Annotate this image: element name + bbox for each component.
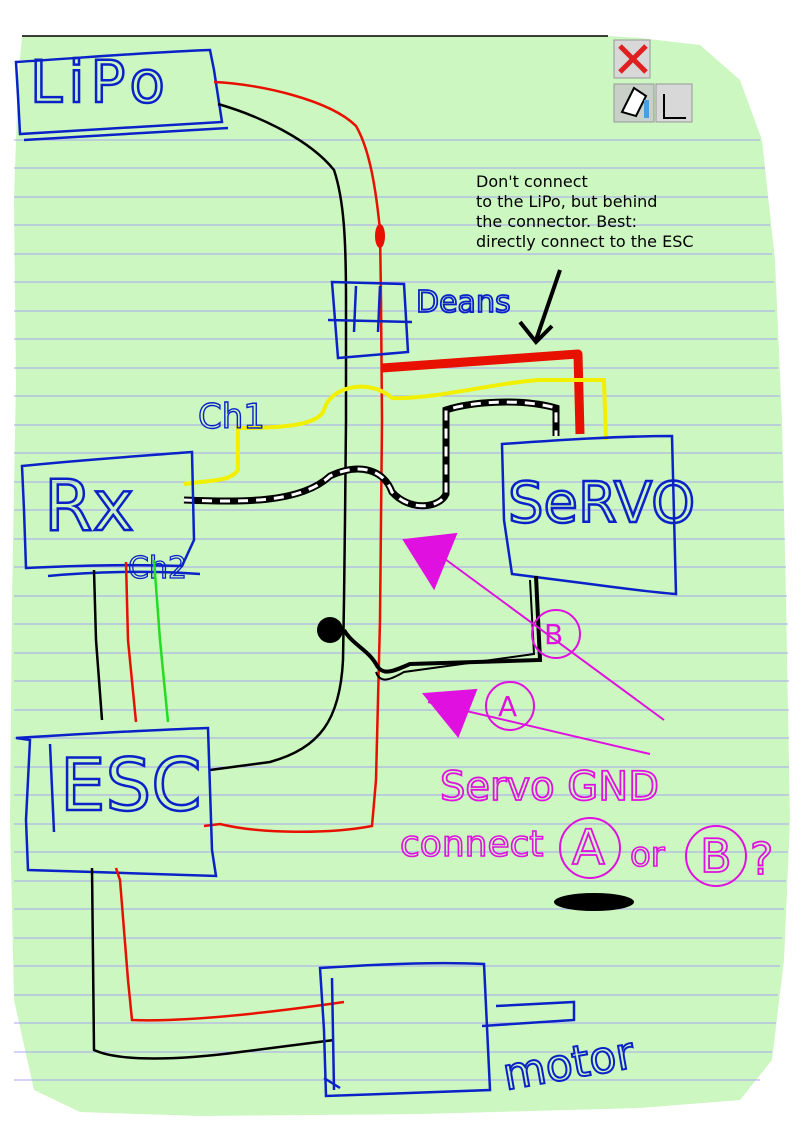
question-line1: Servo GND xyxy=(440,764,659,810)
b-pointer-line xyxy=(429,547,665,721)
note-line-1: Don't connect xyxy=(476,172,588,191)
point-b-label: B xyxy=(544,618,563,651)
rx-esc-black-wire xyxy=(92,569,104,721)
ruled-lines xyxy=(14,139,789,1081)
ch2-label: Ch2 xyxy=(128,551,187,586)
servo-gnd-wire xyxy=(342,575,543,674)
servo-gnd-wire-second xyxy=(375,579,536,681)
servo-label: SeRVO xyxy=(508,471,695,536)
red-wire-blob xyxy=(375,224,385,248)
page-icon xyxy=(663,94,686,119)
junction-dot xyxy=(317,617,343,643)
pen-tool-button[interactable] xyxy=(613,83,655,123)
lipo-box xyxy=(14,48,229,142)
typed-note: Don't connect to the LiPo, but behind th… xyxy=(476,172,776,252)
question-mark: ? xyxy=(750,834,773,885)
point-a-scribble xyxy=(422,688,478,738)
pen-icon xyxy=(620,86,648,118)
rx-box xyxy=(20,450,201,578)
point-a-circle xyxy=(485,681,535,731)
deans-label: Deans xyxy=(416,285,511,320)
motor-box xyxy=(318,961,576,1098)
rx-label: Rx xyxy=(44,465,134,547)
note-line-3: the connector. Best: xyxy=(476,212,638,231)
question-a-circle xyxy=(559,817,621,879)
note-arrow xyxy=(518,269,562,345)
question-b-circle xyxy=(685,825,747,887)
servo-power-wire xyxy=(381,349,585,435)
question-connect: connect xyxy=(400,824,544,865)
ch1-signal-wire xyxy=(183,378,608,486)
note-line-4: directly connect to the ESC xyxy=(476,232,694,251)
question-b-label: B xyxy=(700,829,732,883)
esc-motor-black-wire xyxy=(90,867,335,1060)
question-a-label: A xyxy=(572,820,605,876)
close-button[interactable] xyxy=(613,39,651,79)
servo-box xyxy=(500,434,678,596)
note-line-2: to the LiPo, but behind xyxy=(476,192,658,211)
deans-connector xyxy=(327,280,413,360)
point-a-label: A xyxy=(498,690,517,723)
point-b-scribble xyxy=(402,532,458,591)
rx-esc-red-wire xyxy=(124,561,138,723)
a-pointer-line xyxy=(427,701,651,755)
ink-scribble xyxy=(554,893,634,911)
lipo-label: LiPo xyxy=(30,48,171,116)
lipo-black-wire xyxy=(209,102,348,772)
esc-motor-red-wire xyxy=(114,867,345,1022)
esc-box xyxy=(15,726,218,878)
page-tool-button[interactable] xyxy=(655,83,693,123)
ch1-label: Ch1 xyxy=(198,397,265,437)
esc-label: ESC xyxy=(60,743,201,827)
rx-esc-green-wire xyxy=(152,559,170,723)
point-b-circle xyxy=(531,609,581,659)
lipo-red-wire xyxy=(203,80,384,834)
paper-sheet xyxy=(10,36,790,1116)
close-icon xyxy=(618,44,648,74)
question-or: or xyxy=(630,835,665,875)
signal-wire-white-dash xyxy=(183,400,558,508)
